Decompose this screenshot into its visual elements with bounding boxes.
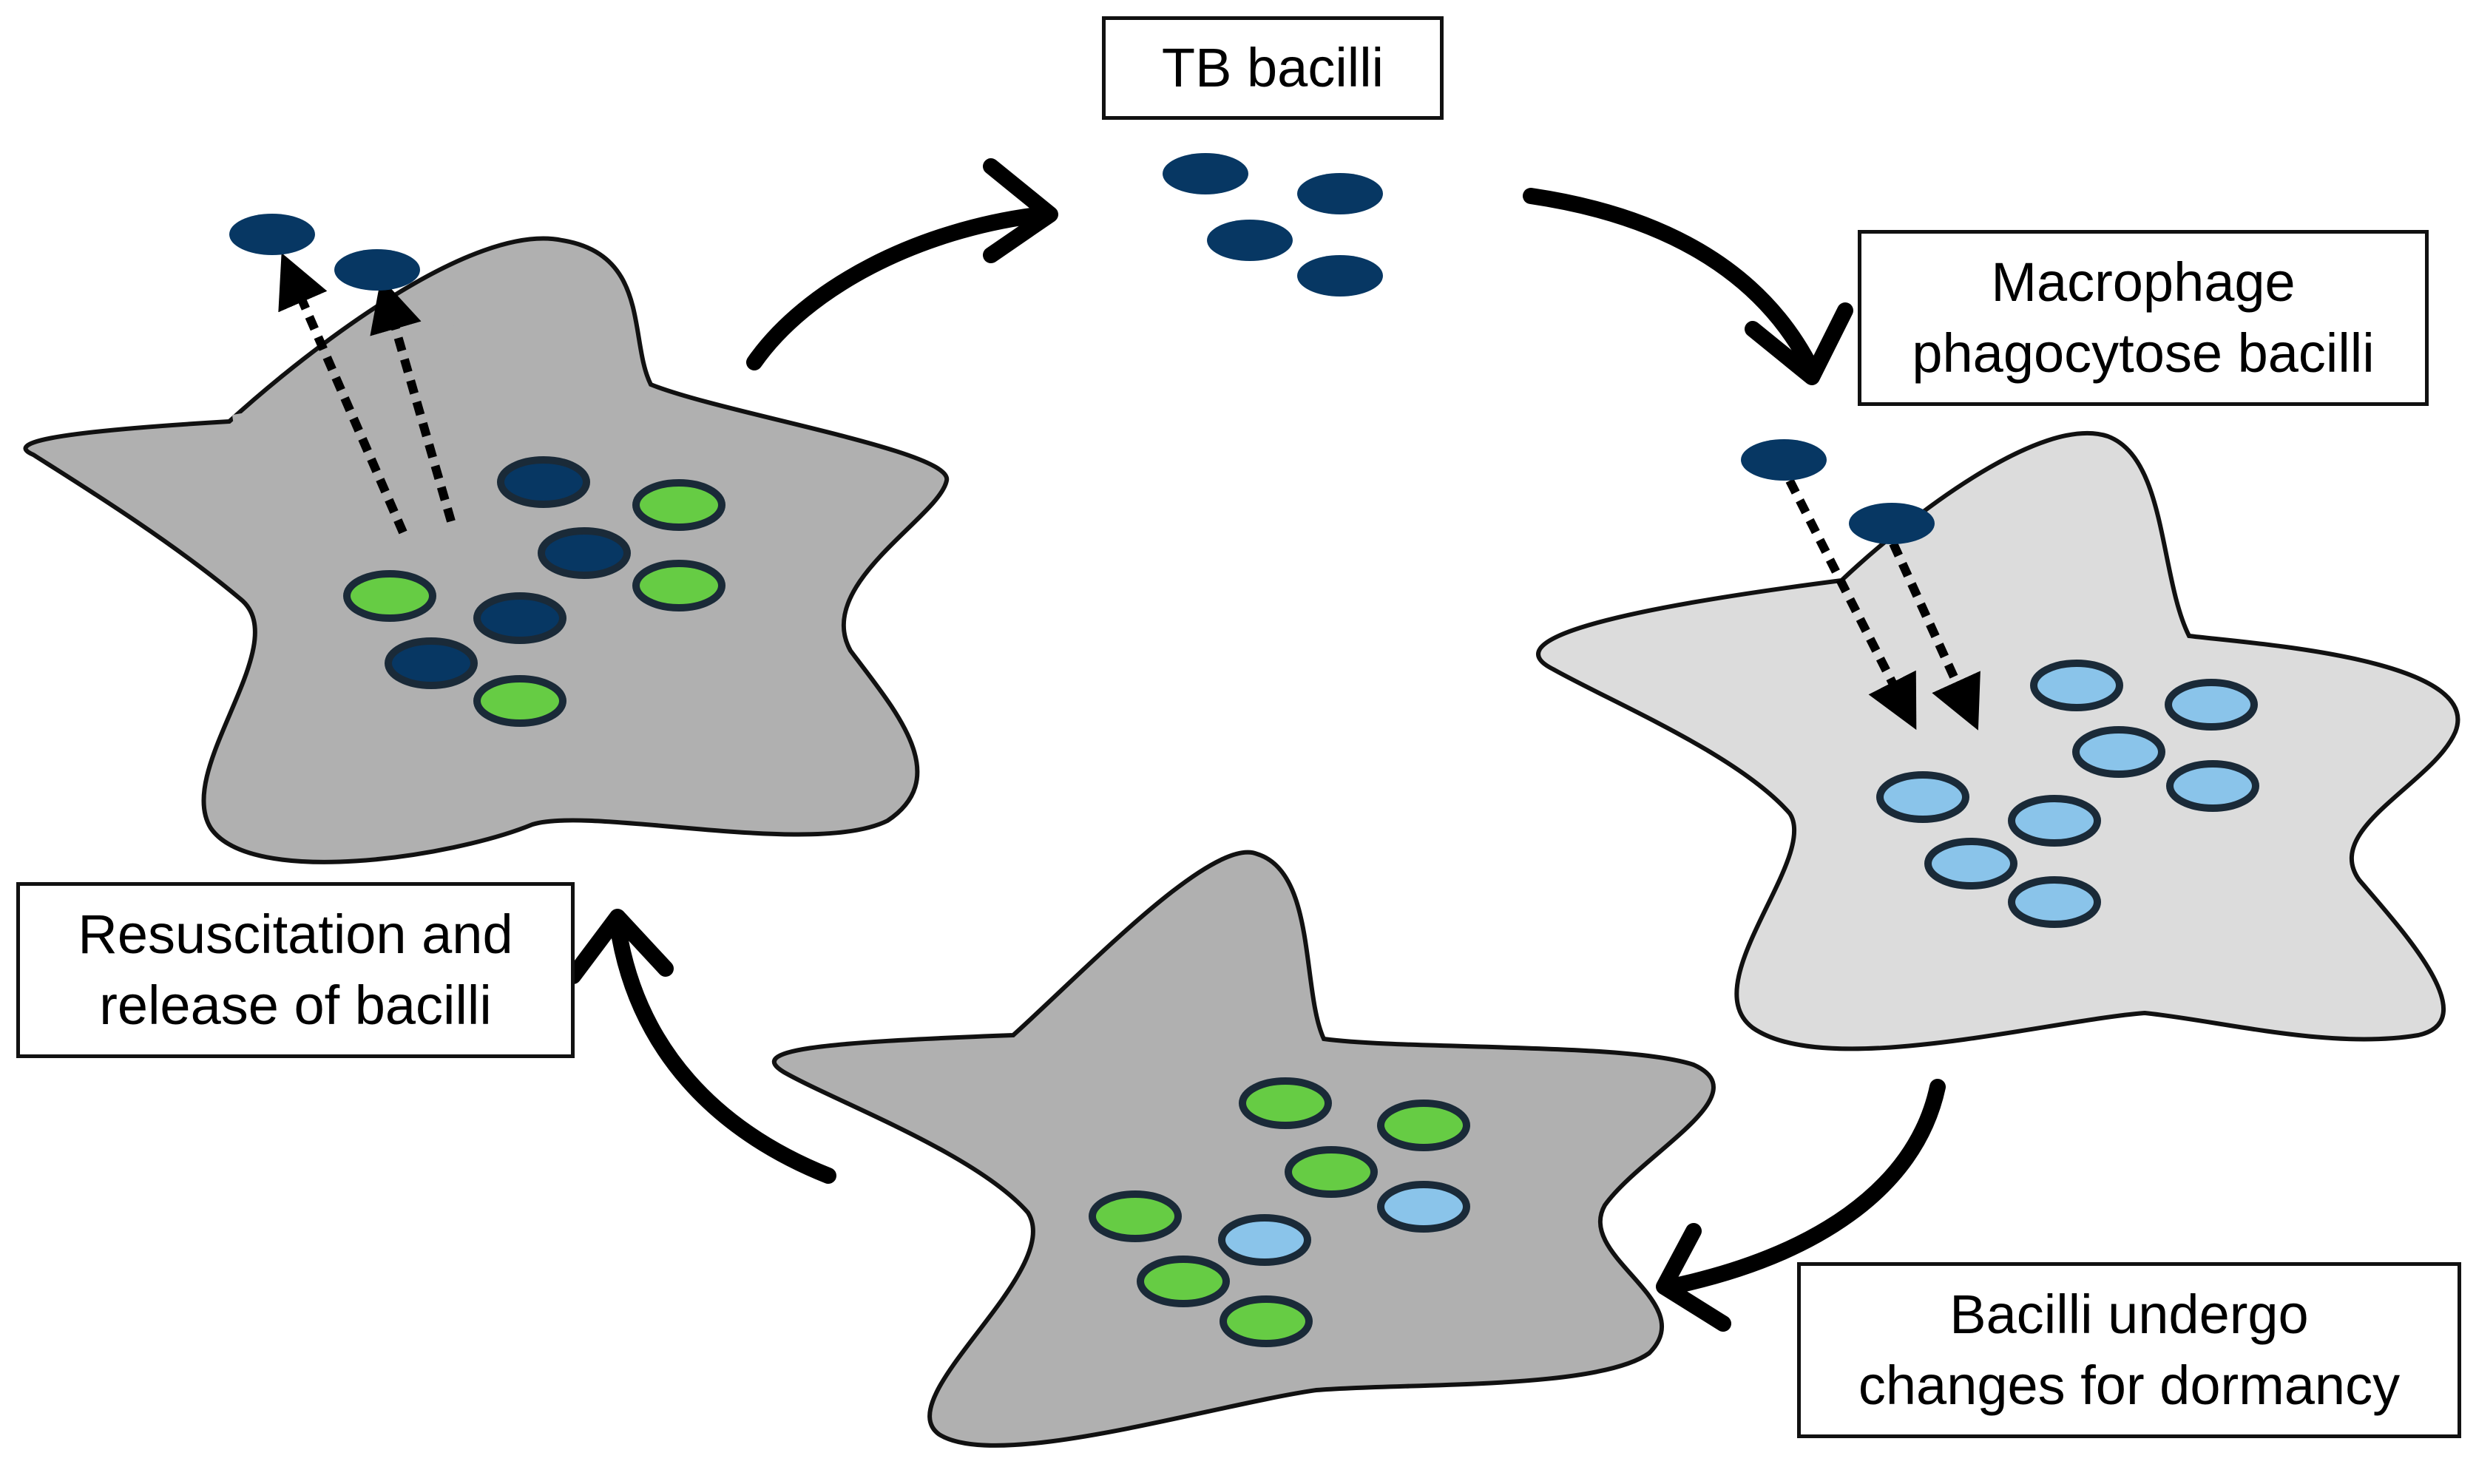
bacillus: [229, 214, 315, 255]
label-phagocytose-line2: phagocytose bacilli: [1912, 322, 2375, 384]
bacillus-phagocytosed: [2072, 726, 2165, 778]
bacillus-dormant: [632, 479, 725, 531]
macrophage-release: [23, 236, 950, 864]
cycle-arrows: [609, 188, 1946, 1295]
label-resuscitation: Resuscitation and release of bacilli: [16, 882, 575, 1058]
bacilli-release-cell: [343, 456, 725, 727]
bacillus-active: [538, 527, 631, 579]
arrowhead-3: [1656, 1223, 1731, 1332]
arrowhead-1: [983, 158, 1058, 263]
label-tb-bacilli: TB bacilli: [1102, 16, 1444, 120]
bacillus-dormant: [473, 675, 566, 727]
bacillus-phagocytosed: [2008, 795, 2101, 847]
approaching-bacilli: [1741, 439, 1935, 544]
label-resuscitation-line1: Resuscitation and: [78, 903, 513, 965]
macrophage-dormant: [771, 850, 1716, 1448]
bacillus-phagocytosed: [2166, 760, 2259, 812]
bacillus: [1849, 503, 1935, 544]
bacillus-active: [497, 456, 590, 508]
bacillus: [1297, 173, 1383, 214]
released-bacilli: [229, 214, 420, 291]
release-dashed-arrows: [278, 252, 456, 535]
bacillus: [1741, 439, 1827, 481]
bacillus-phagocytosed: [1218, 1214, 1311, 1266]
bacillus-phagocytosed: [1924, 838, 2017, 890]
cycle-arrowheads: [565, 158, 1853, 1332]
label-dormancy: Bacilli undergo changes for dormancy: [1797, 1262, 2461, 1438]
entry-dashed-arrows: [1785, 478, 1981, 731]
bacillus-phagocytosed: [2030, 660, 2123, 711]
arrow-phagocytose-to-dormancy: [1663, 1079, 1946, 1295]
label-resuscitation-line2: release of bacilli: [99, 975, 492, 1036]
bacillus-dormant: [1220, 1295, 1313, 1347]
label-dormancy-line1: Bacilli undergo: [1949, 1283, 2309, 1345]
bacillus-phagocytosed: [2008, 876, 2101, 928]
bacillus-dormant: [1089, 1190, 1182, 1242]
bacilli-phagocytosed: [1876, 660, 2259, 928]
arrow-dormancy-to-release: [609, 916, 836, 1184]
bacillus-phagocytosed: [2165, 679, 2258, 731]
label-phagocytose-line1: Macrophage: [1991, 251, 2296, 313]
bacillus: [334, 249, 420, 291]
arrow-release-to-tb: [746, 206, 1051, 370]
free-tb-bacilli: [1163, 153, 1383, 297]
bacillus-phagocytosed: [1377, 1181, 1470, 1233]
arrow-tb-to-phagocytose: [1523, 188, 1820, 378]
label-phagocytose: Macrophage phagocytose bacilli: [1858, 230, 2429, 406]
label-tb-bacilli-text: TB bacilli: [1161, 36, 1384, 98]
bacillus-dormant: [1285, 1146, 1378, 1198]
bacillus-dormant: [1239, 1077, 1332, 1129]
bacillus-dormant: [1377, 1100, 1470, 1151]
bacillus-phagocytosed: [1876, 771, 1969, 823]
membrane-breach: [231, 314, 477, 425]
bacillus-dormant: [632, 560, 725, 611]
bacillus-dormant: [1137, 1256, 1230, 1307]
bacillus: [1207, 220, 1293, 261]
arrowhead-4: [565, 909, 674, 984]
macrophage-phagocytose: [1536, 430, 2460, 1051]
bacillus-dormant: [343, 570, 436, 622]
bacillus: [1163, 153, 1248, 194]
bacilli-dormant-cell: [1089, 1077, 1470, 1347]
bacillus-active: [385, 637, 478, 689]
bacillus: [1297, 255, 1383, 297]
label-dormancy-line2: changes for dormancy: [1858, 1355, 2401, 1416]
arrowhead-2: [1745, 302, 1853, 385]
bacillus-active: [473, 592, 566, 644]
